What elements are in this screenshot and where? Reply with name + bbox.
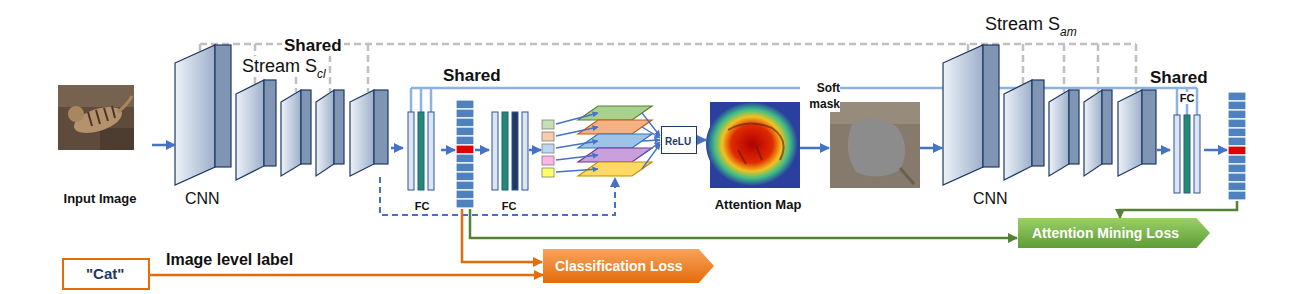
node-label: Input Image (64, 191, 137, 206)
node-label: CNN (973, 190, 1008, 208)
node-label: Attention Mining Loss (1032, 225, 1179, 241)
node-label: ReLU (665, 136, 691, 147)
node-label: FC (415, 200, 430, 212)
connector (697, 139, 706, 142)
fc-layer: FC (1170, 92, 1204, 195)
input-image: Input Image (48, 84, 152, 206)
connector (391, 147, 403, 150)
node-label: FC (1179, 92, 1196, 104)
text-label: cl (317, 67, 328, 81)
label-box: "Cat" (62, 258, 150, 290)
connector (152, 144, 175, 147)
relu-box: ReLU (661, 126, 697, 154)
cnn-stack: CNN (941, 44, 1157, 208)
connector (150, 274, 543, 277)
text-label: am (1060, 25, 1077, 39)
fc-layer: FC (403, 110, 441, 212)
text-label: Shared (282, 36, 344, 56)
node-label: CNN (185, 190, 220, 208)
arrow-shape-outline (543, 249, 714, 283)
text-label: Shared (443, 66, 501, 86)
loss-arrow: Classification Loss (543, 249, 714, 283)
text-label: Stream S (985, 14, 1060, 35)
text-label: Stream S (240, 56, 317, 77)
node-label: Attention Map (715, 197, 802, 212)
node-label: Classification Loss (555, 258, 683, 274)
fc-layer: FC (488, 110, 530, 212)
text-label: Soft mask (800, 81, 840, 112)
edge-label: Image level label (164, 251, 295, 269)
attention-map: Attention Map (706, 100, 810, 212)
arrow-shape-outline (1018, 218, 1210, 248)
loss-arrow: Attention Mining Loss (1018, 218, 1210, 248)
node-label: FC (502, 200, 517, 212)
node-label: "Cat" (86, 265, 124, 282)
connector (1157, 149, 1170, 152)
text-label: Shared (1150, 68, 1208, 88)
